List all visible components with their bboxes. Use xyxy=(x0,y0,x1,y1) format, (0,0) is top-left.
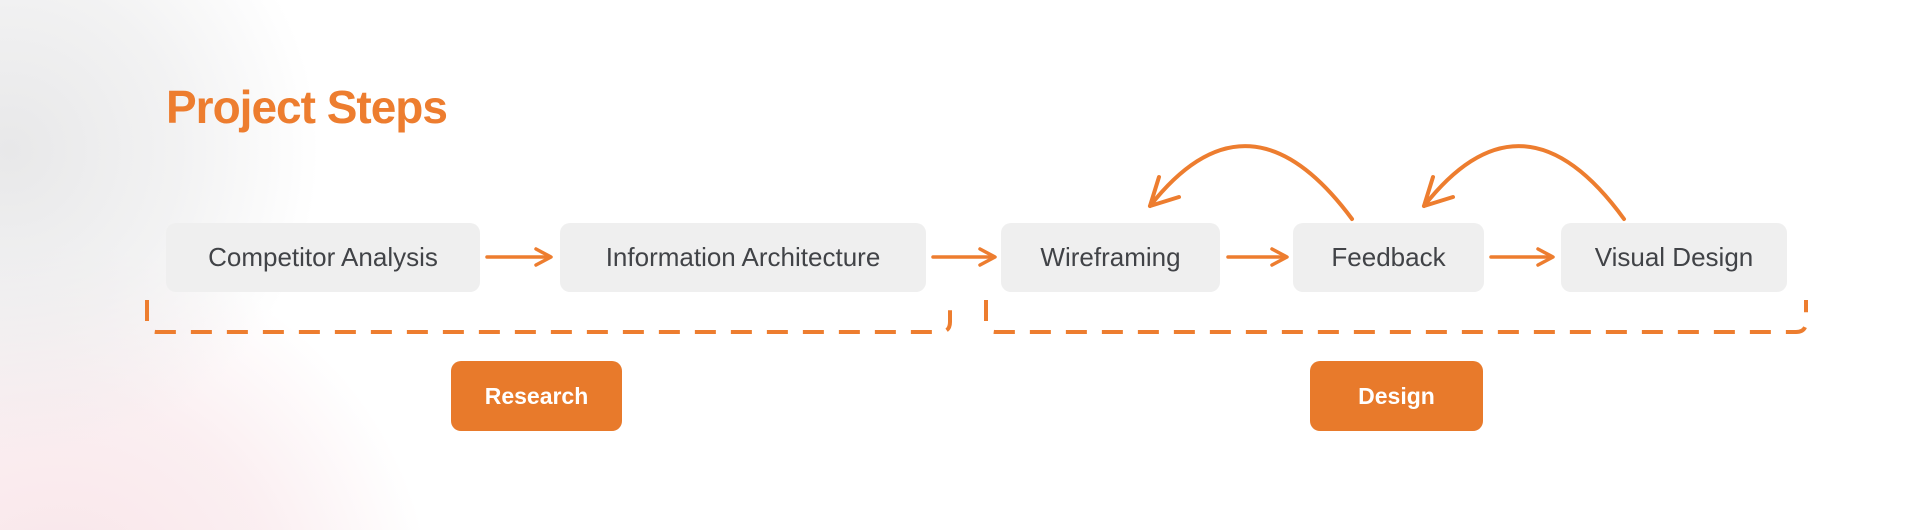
loopback-arrow-icon xyxy=(1422,144,1626,221)
loopback-arrow-icon xyxy=(1148,144,1354,221)
research-group-button[interactable]: Research xyxy=(451,361,622,431)
design-group-bracket xyxy=(984,300,1808,334)
flow-arrow-icon xyxy=(931,247,997,267)
step-label: Feedback xyxy=(1331,242,1446,272)
step-box-feedback[interactable]: Feedback xyxy=(1293,223,1484,292)
design-group-button[interactable]: Design xyxy=(1310,361,1483,431)
group-label: Research xyxy=(484,382,589,409)
flow-arrow-icon xyxy=(1489,247,1555,267)
page-title: Project Steps xyxy=(166,81,448,133)
step-box-information-architecture[interactable]: Information Architecture xyxy=(560,223,926,292)
step-label: Information Architecture xyxy=(605,242,881,272)
step-label: Wireframing xyxy=(1040,242,1181,272)
step-box-visual-design[interactable]: Visual Design xyxy=(1561,223,1787,292)
flow-arrow-icon xyxy=(1226,247,1289,267)
step-box-competitor-analysis[interactable]: Competitor Analysis xyxy=(166,223,480,292)
flow-arrow-icon xyxy=(485,247,553,267)
step-label: Competitor Analysis xyxy=(208,242,438,272)
research-group-bracket xyxy=(145,300,952,334)
step-box-wireframing[interactable]: Wireframing xyxy=(1001,223,1220,292)
group-label: Design xyxy=(1358,382,1435,409)
step-label: Visual Design xyxy=(1594,242,1754,272)
